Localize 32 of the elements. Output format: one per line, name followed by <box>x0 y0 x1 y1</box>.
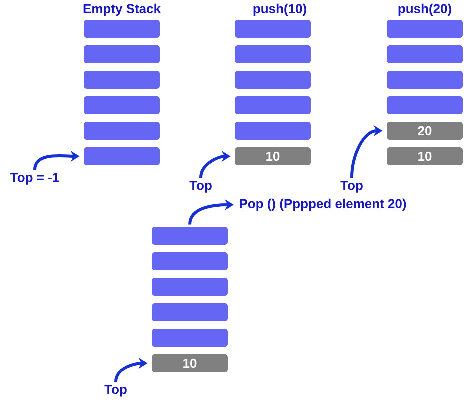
empty-slot <box>152 329 228 347</box>
empty-slot <box>152 227 228 245</box>
top-label: Top = -1 <box>10 173 60 185</box>
empty-slot <box>235 96 311 114</box>
empty-slot <box>152 278 228 296</box>
empty-slot <box>235 46 311 64</box>
empty-slot <box>235 20 311 38</box>
empty-slot <box>84 148 160 166</box>
empty-slot <box>387 71 463 89</box>
stack-element: 10 <box>387 148 463 166</box>
stack-element: 10 <box>152 354 228 372</box>
empty-slot <box>235 122 311 140</box>
empty-slot <box>152 304 228 322</box>
top-label: Top <box>190 181 212 193</box>
empty-slot <box>152 252 228 270</box>
stack-label: Pop () (Pppped element 20) <box>240 198 406 212</box>
empty-slot <box>387 96 463 114</box>
stack-element: 10 <box>235 148 311 166</box>
empty-slot <box>235 71 311 89</box>
stack-title: Empty Stack <box>84 4 162 16</box>
empty-slot <box>387 20 463 38</box>
empty-slot <box>84 20 160 38</box>
empty-slot <box>387 46 463 64</box>
empty-slot <box>84 46 160 64</box>
empty-slot <box>84 122 160 140</box>
empty-slot <box>84 96 160 114</box>
empty-slot <box>84 71 160 89</box>
top-label: Top <box>340 181 363 193</box>
stack-element: 20 <box>387 122 463 140</box>
top-label: Top <box>104 385 127 397</box>
stack-title: push(10) <box>254 4 306 16</box>
stack-title: push(20) <box>398 4 452 16</box>
